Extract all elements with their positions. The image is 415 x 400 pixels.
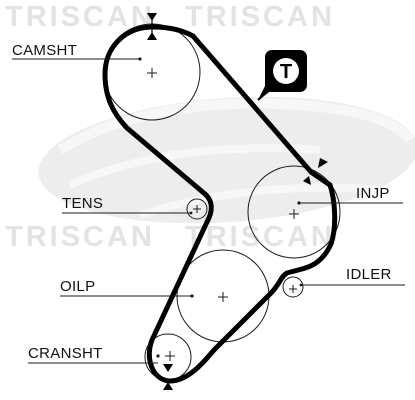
watermark-text-1: TRISCAN	[5, 1, 155, 33]
watermark-text-2: TRISCAN	[185, 1, 335, 33]
injection-pump-timing-mark-icon	[303, 158, 328, 185]
crankshaft-label: CRANSHT	[28, 345, 103, 362]
idler-label: IDLER	[346, 266, 392, 283]
watermark-text-3: TRISCAN	[5, 221, 155, 253]
watermark-text-4: TRISCAN	[185, 221, 335, 253]
watermark: TRISCAN TRISCAN TRISCAN TRISCAN	[5, 1, 415, 253]
idler-pulley	[282, 276, 304, 298]
camshaft-timing-mark-icon	[147, 13, 157, 40]
camshaft-label: CAMSHT	[12, 42, 77, 59]
injection-pump-label: INJP	[356, 185, 390, 202]
tensioner-label: TENS	[62, 195, 103, 212]
tensioner-badge-letter: T	[280, 61, 292, 83]
injection-pump-pulley	[247, 165, 341, 259]
tensioner-badge-icon: T	[257, 50, 307, 101]
watermark-logo	[38, 96, 415, 224]
crankshaft-timing-mark-icon	[163, 364, 173, 390]
oil-pump-label: OILP	[60, 278, 95, 295]
timing-belt	[102, 24, 338, 384]
